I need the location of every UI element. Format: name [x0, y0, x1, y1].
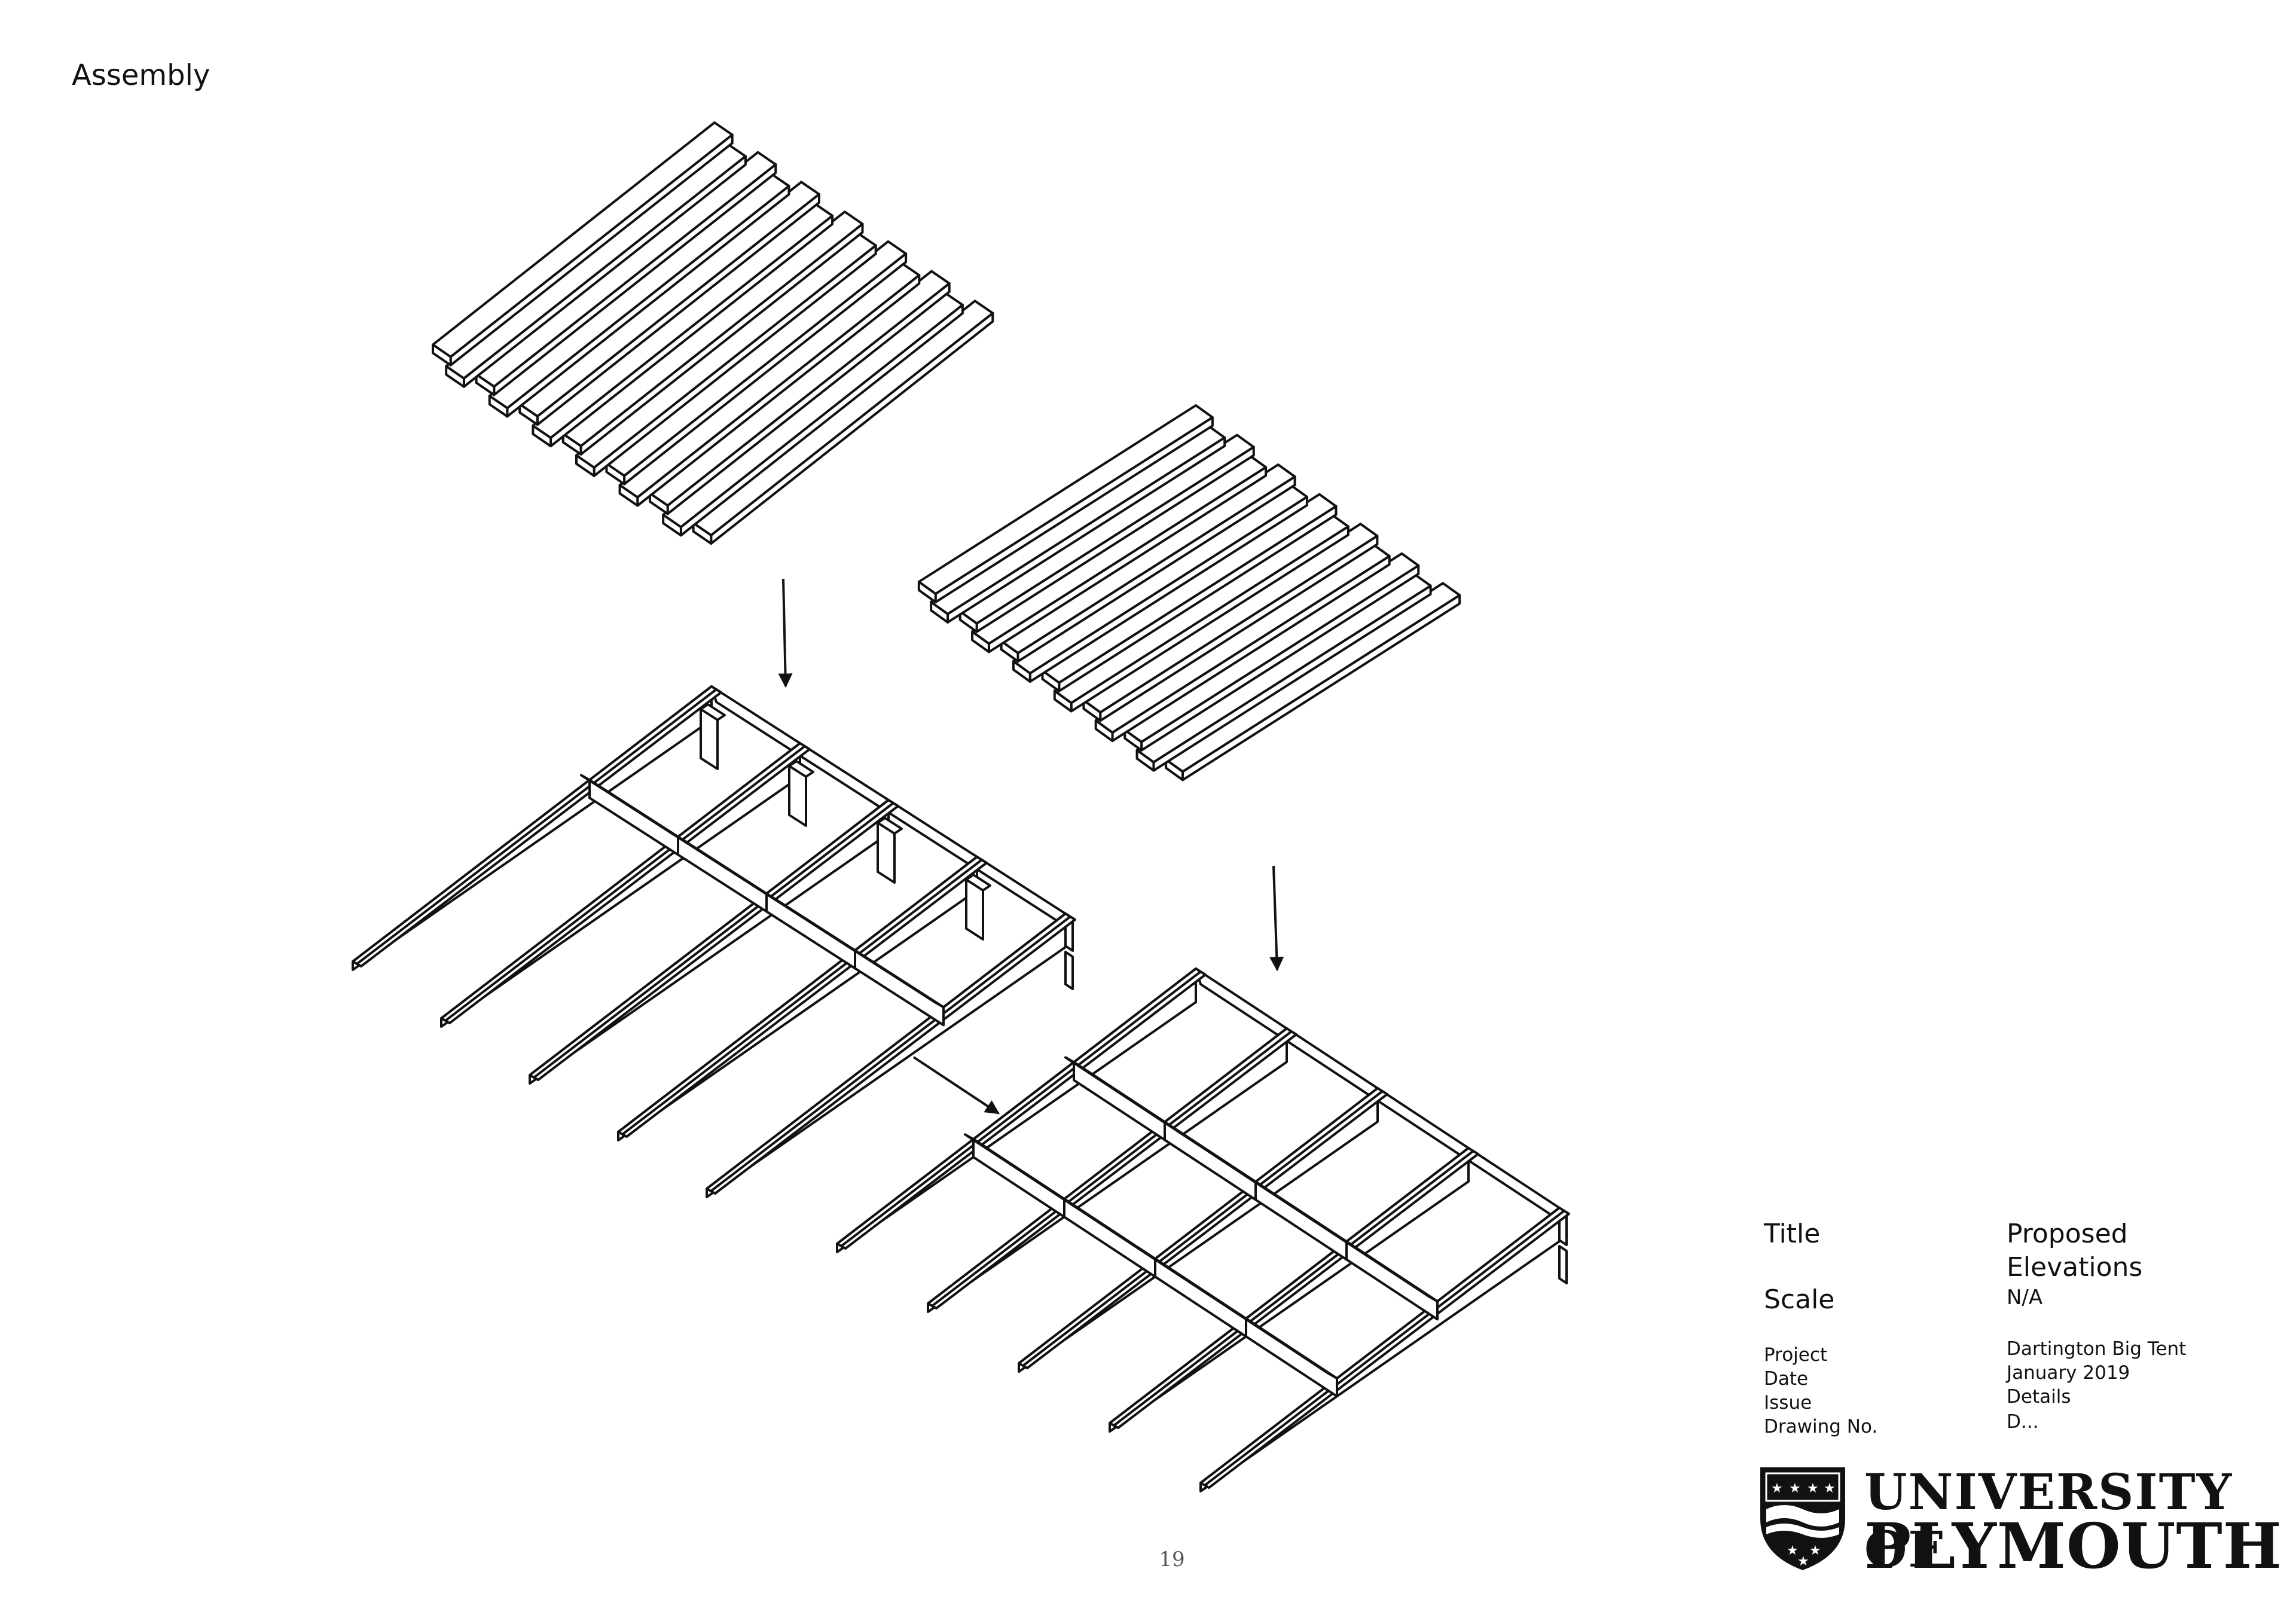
- date-value: January 2019: [2007, 1362, 2130, 1384]
- joist-edge: [1022, 1090, 1384, 1367]
- down-arrow-left: [778, 578, 793, 688]
- diagonal-arrow: [912, 1056, 1000, 1115]
- university-logo: ★★★★ ★★★ UNIVERSITY OF PLYMOUTH: [1758, 1464, 2282, 1583]
- rail-end-lower: [1064, 951, 1074, 990]
- joist-edge: [621, 859, 983, 1135]
- nogging: [854, 949, 945, 1027]
- frame-left: [352, 685, 1076, 1198]
- drawing-no-label: Drawing No.: [1764, 1416, 1878, 1437]
- page-number: 19: [1159, 1547, 1185, 1571]
- project-label: Project: [1764, 1344, 1828, 1366]
- post-top: [877, 817, 903, 835]
- issue-label: Issue: [1764, 1392, 1812, 1414]
- nogging: [1345, 1240, 1439, 1321]
- deck-panel-upper: [432, 121, 994, 545]
- nogging-top: [668, 831, 768, 895]
- nogging: [765, 892, 856, 970]
- nogging-top: [845, 944, 945, 1009]
- nogging-top: [1236, 1312, 1338, 1380]
- issue-value: Details: [2007, 1386, 2071, 1408]
- plank-top: [432, 121, 734, 358]
- svg-text:★: ★: [1797, 1554, 1809, 1569]
- nogging: [1245, 1317, 1338, 1398]
- nogging: [1254, 1180, 1348, 1261]
- nogging-top: [964, 1133, 1065, 1201]
- deck-panel-right: [917, 404, 1461, 782]
- joist-edge: [444, 745, 806, 1022]
- svg-text:★: ★: [1807, 1481, 1819, 1496]
- title-label: Title: [1764, 1219, 1821, 1249]
- joist-edge: [710, 915, 1071, 1192]
- nogging-top: [580, 774, 679, 838]
- scale-value: N/A: [2007, 1286, 2043, 1309]
- post-top: [965, 874, 991, 892]
- logo-line1: UNIVERSITY OF: [1864, 1464, 2233, 1579]
- joist-edge: [1204, 1210, 1565, 1486]
- nogging-top: [1155, 1116, 1257, 1183]
- logo-line2: PLYMOUTH: [1864, 1509, 2282, 1583]
- crest-icon: ★★★★ ★★★: [1760, 1467, 1845, 1570]
- drawing-no-value: D...: [2007, 1411, 2039, 1433]
- post-top: [700, 703, 726, 721]
- nogging: [1073, 1061, 1166, 1141]
- nogging: [677, 835, 768, 913]
- page-title: Assembly: [72, 59, 210, 92]
- nogging: [1063, 1198, 1156, 1278]
- svg-text:★: ★: [1787, 1543, 1799, 1558]
- frame-right: [836, 967, 1570, 1492]
- nogging: [1164, 1121, 1257, 1201]
- scale-label: Scale: [1764, 1284, 1835, 1315]
- joist-edge: [840, 970, 1202, 1247]
- title-value-line2: Elevations: [2007, 1252, 2143, 1283]
- svg-text:★: ★: [1771, 1481, 1783, 1496]
- nogging-top: [757, 887, 856, 952]
- nogging: [972, 1138, 1065, 1219]
- joist-edge: [931, 1030, 1293, 1307]
- title-value-line1: Proposed: [2007, 1219, 2128, 1249]
- svg-text:★: ★: [1789, 1481, 1801, 1496]
- joist-edge: [533, 802, 894, 1079]
- joist-edge: [1113, 1150, 1474, 1427]
- svg-text:★: ★: [1809, 1543, 1821, 1558]
- joist-edge: [356, 688, 718, 965]
- svg-text:★: ★: [1824, 1481, 1836, 1496]
- plank-top: [917, 404, 1214, 596]
- nogging-top: [1246, 1176, 1348, 1243]
- date-label: Date: [1764, 1368, 1809, 1390]
- nogging-top: [1337, 1235, 1439, 1303]
- rail-end-lower: [1558, 1245, 1568, 1284]
- post-top: [788, 760, 814, 778]
- nogging-top: [1146, 1253, 1247, 1320]
- project-value: Dartington Big Tent: [2007, 1338, 2187, 1360]
- nogging: [1154, 1257, 1247, 1338]
- nogging-top: [1064, 1056, 1166, 1124]
- nogging: [588, 779, 679, 856]
- nogging-top: [1055, 1193, 1156, 1260]
- down-arrow-right: [1269, 865, 1284, 972]
